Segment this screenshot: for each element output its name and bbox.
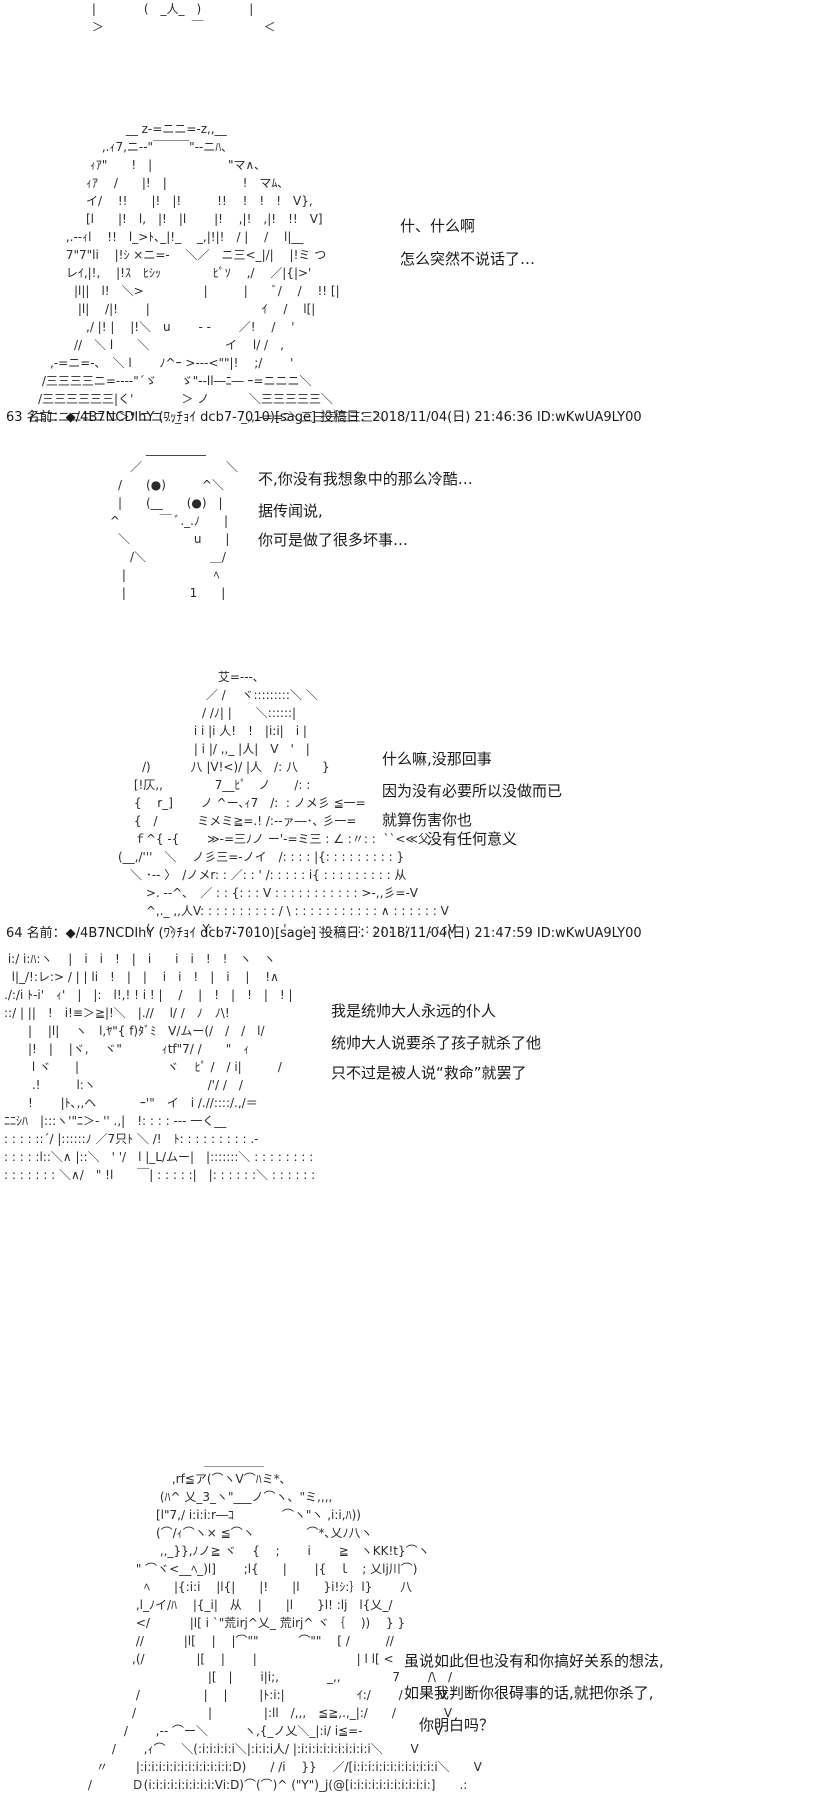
dialogue-line: 虽说如此但也没有和你搞好关系的想法, [404,1652,664,1670]
ascii-art-5: i:/ i:ﾊ:ヽ | i i ! | i i i ! ! ヽ ヽ l|_/!:… [4,952,316,1182]
ascii-art-6: ＿＿＿＿＿ ,rf≦ア(⌒ヽV⌒ﾊミ*､ (ﾊ^ 乂_3_ヽ"___ノ⌒ヽ、"ミ… [87,1454,482,1792]
dialogue-line: 只不过是被人说“救命”就罢了 [331,1064,527,1082]
ascii-art-3: __________ ／ ＼ / (●) ^＼ | (__ (●) | ^ ￣ … [109,442,239,600]
dialogue-line: 没有任何意义 [382,830,518,848]
post-header-63: 63 名前：◆/4B7NCDIhY (ﾜｯﾁｮｲ dcb7-7010)[sage… [6,410,642,425]
dialogue-line: 什么嘛,没那回事 [382,750,492,768]
dialogue-line: 你明白吗？ [404,1716,495,1734]
dialogue-line: 怎么突然不说话了… [400,250,536,268]
dialogue-line: 因为没有必要所以没做而已 [382,782,563,800]
ascii-art-4: 艾=---､ ／ / ヾ:::::::::＼ ＼ / /ﾉ| | ＼::::::… [118,670,457,936]
dialogue-line: 如果我判断你很碍事的话,就把你杀了, [404,1684,654,1702]
dialogue-line: 你可是做了很多坏事… [258,531,409,549]
dialogue-line: 我是统帅大人永远的仆人 [331,1002,497,1020]
dialogue-line: 据传闻说, [258,502,323,520]
dialogue-line: 统帅大人说要杀了孩子就杀了他 [331,1034,542,1052]
dialogue-line: 什、什么啊 [400,217,476,235]
ascii-art-2: __ z-=ニニ=-z,,__ ,.ｨ7,ニ-‐"￣￣￣"‐-ニﾊ､ ｨｱ" !… [29,122,386,424]
ascii-art-1: | ( _人_ ) | ＞ ￣ ＜ [91,2,276,34]
post-header-64: 64 名前：◆/4B7NCDIhY (ﾜｯﾁｮｲ dcb7-7010)[sage… [6,926,642,941]
dialogue-line: 就算伤害你也 [382,811,473,829]
dialogue-line: 不,你没有我想象中的那么冷酷… [258,470,473,488]
